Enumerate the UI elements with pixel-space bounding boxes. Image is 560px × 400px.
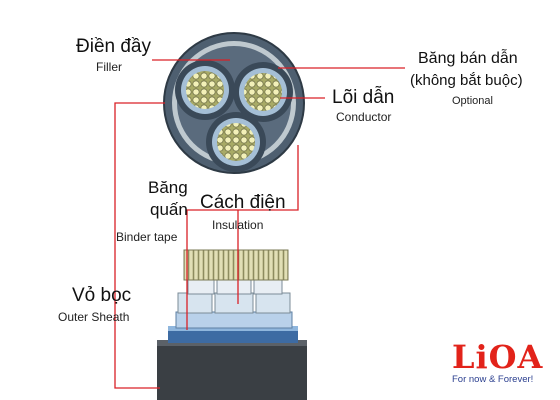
conductor-strands [244, 73, 282, 111]
logo-tagline: For now & Forever! [452, 374, 534, 385]
insulation-block [177, 292, 213, 314]
filler-sublabel: Filler [96, 60, 122, 74]
semi-tape-label-2: (không bắt buộc) [410, 72, 523, 89]
conductor-wires [183, 249, 289, 281]
filler-label: Điền đầy [76, 36, 151, 57]
outer-sheath-body [157, 340, 307, 400]
sheath-sublabel: Outer Sheath [58, 310, 130, 324]
conductor-label: Lõi dẫn [332, 87, 395, 108]
insulation-label: Cách điện [200, 192, 286, 213]
core-3 [206, 112, 266, 172]
leader-lines [114, 59, 405, 389]
conductor-strands [217, 123, 255, 161]
binder-label-2: quấn [150, 200, 188, 219]
insulation-block [255, 292, 291, 314]
core-1 [175, 60, 235, 120]
semi-tape-sublabel: Optional [452, 95, 493, 107]
binder-leader [186, 145, 299, 330]
insulation-block [214, 292, 254, 314]
insulation-sublabel: Insulation [212, 218, 264, 232]
conductor-strands [186, 71, 224, 109]
semi-tape-label: Băng bán dẫn [418, 50, 518, 67]
cable-cross-section [163, 32, 305, 174]
sheath-leader [114, 102, 165, 389]
binder-tape-layer [168, 329, 298, 343]
core-2 [233, 62, 293, 122]
lioa-logo: LiOA [452, 338, 544, 376]
cable-side-view [157, 249, 307, 400]
insulation-layer [175, 311, 293, 329]
binder-label: Băng [148, 178, 188, 197]
conductor-sublabel: Conductor [336, 110, 392, 124]
binder-sublabel: Binder tape [116, 230, 178, 244]
sheath-label: Vỏ bọc [72, 285, 132, 306]
